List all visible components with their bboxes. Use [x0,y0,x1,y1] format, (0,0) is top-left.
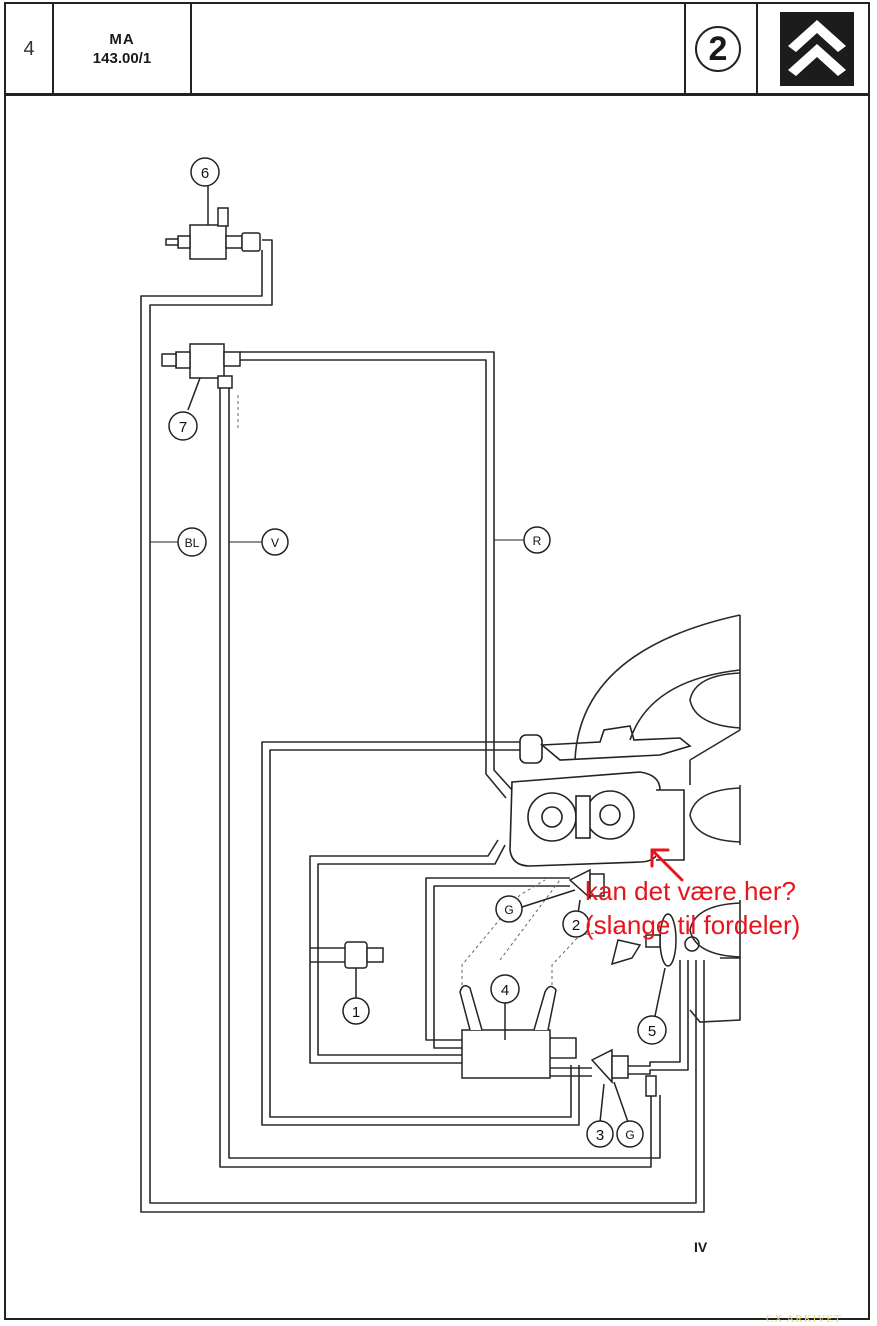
component-7-solenoid-valve [161,343,241,411]
page-header: 4 MA 143.00/1 2 [4,2,870,96]
component-6-solenoid-valve [165,186,261,260]
svg-text:G: G [504,903,513,917]
reference-code-cell: MA 143.00/1 [54,4,192,93]
label-4: 4 [490,974,520,1004]
svg-text:G: G [625,1128,634,1142]
carburettor-assembly [509,725,692,867]
hose-r [240,351,513,799]
citroen-logo-icon [780,12,854,86]
component-1-check-valve [344,941,384,998]
reference-code-line1: MA [109,31,135,48]
component-3-filter [590,1048,657,1123]
section-number-cell: 2 [686,4,758,93]
page-number-cell: 4 [6,4,54,93]
label-2: 2 [562,910,590,938]
label-g-lower: G [616,1120,644,1148]
hose-intake-loop-outer [261,741,580,1126]
svg-text:BL: BL [185,536,200,550]
svg-text:2: 2 [572,917,580,934]
hose-v [219,380,661,1168]
header-blank-cell [192,4,686,93]
svg-text:5: 5 [648,1023,656,1040]
annotation-question: kan det være her? [585,876,797,906]
component-4-canister [459,985,557,1079]
reference-code-line2: 143.00/1 [92,50,152,67]
label-6: 6 [190,157,220,187]
section-number-badge: 2 [695,26,741,72]
brand-logo-cell [758,4,868,93]
component-5-vacuum-capsule [610,913,700,1017]
page-number: 4 [23,38,35,60]
hose-canister-to-filter [425,877,570,1041]
annotation-note: (slange til fordeler) [585,910,801,940]
label-bl: BL [150,527,207,557]
label-7: 7 [168,411,198,441]
label-g-upper: G [495,895,523,923]
svg-text:3: 3 [596,1127,604,1144]
svg-text:6: 6 [201,165,209,182]
label-r: R [494,526,551,554]
label-3: 3 [586,1120,614,1148]
hose-bl [140,239,705,1213]
intake-manifold [574,614,741,1023]
svg-text:4: 4 [501,982,509,999]
svg-text:7: 7 [179,419,187,436]
arrow-up-left-icon [650,848,684,882]
label-v: V [229,528,289,556]
svg-text:R: R [533,534,542,548]
svg-text:V: V [271,536,279,550]
label-1: 1 [342,997,370,1025]
diagram-frame [4,96,870,1320]
hose-intake-loop-inner [269,749,572,1118]
component-2-filter [521,868,605,915]
watermark: CX ARKIVET [766,1313,842,1325]
label-5: 5 [637,1015,667,1045]
svg-text:1: 1 [352,1004,360,1021]
diagram-labels: 6 7 1 2 3 4 5 BL V R G G [150,157,667,1148]
hose-to-valve-1 [309,839,499,1064]
sheet-number: IV [694,1239,708,1255]
